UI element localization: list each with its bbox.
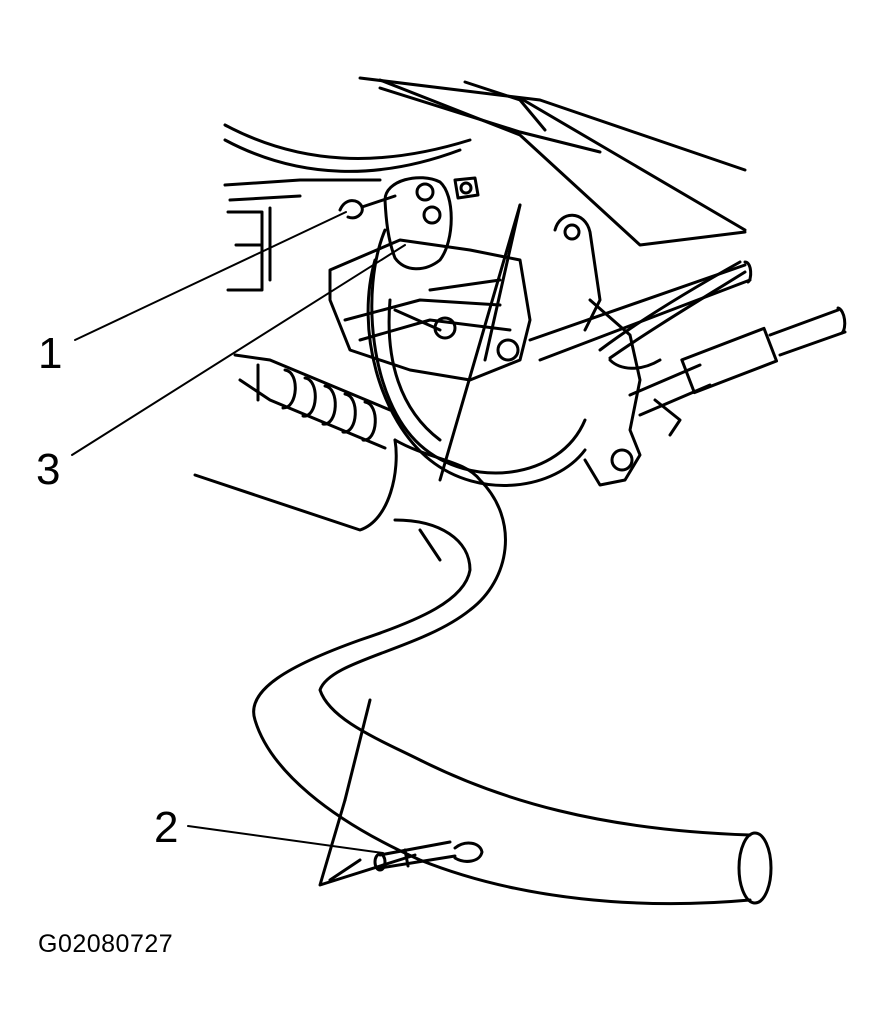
exhaust-pipe [193,438,773,906]
leader-line-3 [71,244,406,456]
cable-rod-assembly [528,260,847,437]
figure-id: G02080727 [38,930,174,958]
callout-2: 2 [154,803,179,852]
converter-housing [366,228,587,487]
heat-shield-outline [438,203,522,482]
leader-line-1 [74,211,347,341]
lower-hanger-rod [373,840,484,872]
flex-bellows [233,353,392,450]
hanger-bracket [328,238,532,382]
retaining-clip [338,194,397,220]
leader-line-2 [187,825,384,854]
callout-3: 3 [36,445,61,494]
underbody-floor-pan [223,76,747,292]
flange-plate [383,176,480,271]
callout-1: 1 [38,329,63,378]
